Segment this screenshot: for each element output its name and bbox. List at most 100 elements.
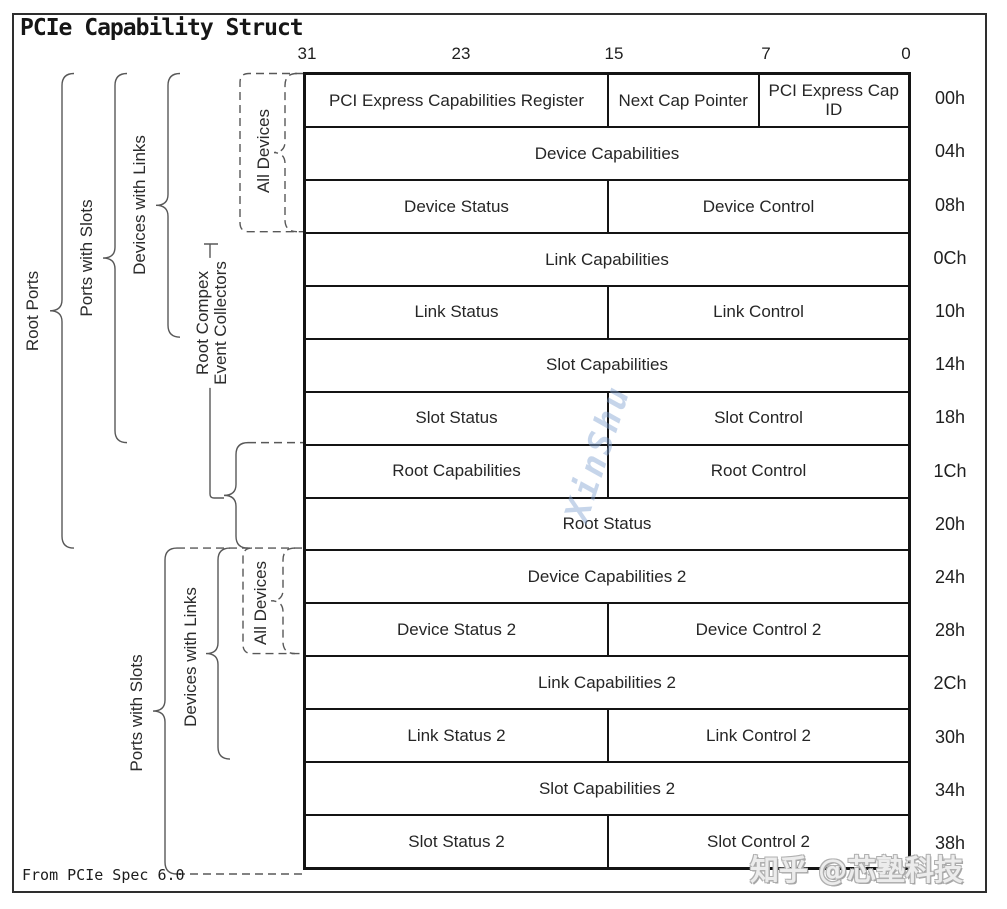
register-label: Link Control 2 bbox=[706, 725, 811, 745]
bit-label: 15 bbox=[604, 44, 624, 63]
register-cell: Link Capabilities 2 bbox=[306, 657, 908, 708]
register-cell: Slot Capabilities 2 bbox=[306, 763, 908, 814]
brace-root-complex-event-collectors bbox=[223, 441, 249, 549]
register-cell: Link Control bbox=[607, 286, 908, 338]
offset-label: 00h bbox=[934, 88, 966, 109]
offset-label: 14h bbox=[934, 354, 966, 375]
table-row: Device Capabilities 2 bbox=[306, 549, 908, 602]
register-cell: Device Status bbox=[306, 181, 607, 232]
register-label: Device Status 2 bbox=[396, 620, 517, 640]
bit-label: 23 bbox=[451, 44, 471, 63]
offset-label: 38h bbox=[934, 832, 966, 853]
register-label: Device Status bbox=[404, 196, 509, 216]
register-label: Slot Capabilities bbox=[546, 355, 668, 375]
register-cell: Slot Status bbox=[306, 393, 607, 444]
table-row: Root Status bbox=[306, 496, 908, 550]
register-label: Link Capabilities 2 bbox=[538, 673, 676, 692]
register-label: Link Status 2 bbox=[407, 725, 506, 745]
register-label: Root Status bbox=[562, 514, 652, 534]
brace-all-devices-lower bbox=[270, 547, 296, 655]
register-label: Device Capabilities bbox=[534, 143, 680, 163]
table-row: Slot Status 2 Slot Control 2 bbox=[306, 814, 908, 868]
register-label: Device Control bbox=[702, 196, 815, 216]
table-row: Link Status 2 Link Control 2 bbox=[306, 708, 908, 762]
register-cell: Device Status 2 bbox=[306, 604, 607, 655]
group-label-devices-with-links-lower: Devices with Links bbox=[181, 584, 201, 730]
offset-label: 10h bbox=[934, 300, 966, 321]
offset-label: 18h bbox=[934, 407, 966, 428]
register-cell: Device Capabilities 2 bbox=[306, 551, 908, 602]
register-label: PCI Express Capabilities Register bbox=[328, 90, 585, 110]
offset-label: 24h bbox=[934, 566, 966, 587]
offset-label: 08h bbox=[934, 194, 966, 215]
register-label: Link Status bbox=[414, 302, 499, 322]
register-cell: Device Control 2 bbox=[607, 604, 908, 656]
register-cell: Next Cap Pointer bbox=[607, 75, 758, 126]
offset-label: 28h bbox=[934, 620, 966, 641]
register-label: Slot Control bbox=[714, 408, 803, 428]
table-row: Slot Capabilities 2 bbox=[306, 761, 908, 814]
register-cell: Link Status 2 bbox=[306, 710, 607, 761]
page-title: PCIe Capability Struct bbox=[20, 15, 304, 41]
group-label-root-complex-event-collectors: Root Compex Event Collectors bbox=[193, 258, 231, 388]
table-row: Link Status Link Control bbox=[306, 284, 908, 338]
table-row: Slot Capabilities bbox=[306, 337, 908, 391]
bit-label: 0 bbox=[901, 44, 911, 63]
register-label: PCI Express Cap ID bbox=[768, 80, 899, 120]
bit-label: 31 bbox=[297, 44, 317, 63]
table-row: PCI Express Capabilities Register Next Ca… bbox=[306, 75, 908, 126]
register-label: Device Control 2 bbox=[695, 620, 822, 640]
register-cell: Device Control bbox=[607, 180, 908, 232]
register-label: Slot Capabilities 2 bbox=[538, 778, 676, 798]
group-label-line2: Event Collectors bbox=[211, 261, 230, 385]
offset-label: 04h bbox=[934, 141, 966, 162]
offset-label: 1Ch bbox=[933, 460, 967, 481]
table-row: Link Capabilities 2 bbox=[306, 655, 908, 708]
table-row: Link Capabilities bbox=[306, 231, 908, 285]
source-note: From PCIe Spec 6.0 bbox=[22, 866, 185, 884]
register-cell: Slot Capabilities bbox=[306, 340, 908, 391]
register-cell: Slot Status 2 bbox=[306, 816, 607, 867]
register-cell: Root Status bbox=[306, 499, 908, 550]
table-row: Device Status 2 Device Control 2 bbox=[306, 602, 908, 656]
group-label-ports-with-slots-lower: Ports with Slots bbox=[127, 651, 147, 775]
group-label-all-devices-lower: All Devices bbox=[251, 557, 271, 649]
brace-devices-with-links-upper bbox=[155, 72, 181, 338]
table-row: Slot Status Slot Control bbox=[306, 390, 908, 444]
brace-ports-with-slots-upper bbox=[102, 72, 128, 444]
register-cell: PCI Express Cap ID bbox=[757, 75, 909, 126]
brace-all-devices-upper bbox=[272, 72, 298, 233]
offset-label: 20h bbox=[934, 513, 966, 534]
group-label-root-ports: Root Ports bbox=[23, 267, 43, 355]
brace-ports-with-slots-lower bbox=[152, 547, 178, 875]
register-cell: Link Status bbox=[306, 287, 607, 338]
register-cell: Link Control 2 bbox=[607, 710, 908, 762]
table-row: Device Status Device Control bbox=[306, 178, 908, 232]
register-label: Slot Control 2 bbox=[707, 831, 810, 851]
brace-devices-with-links-lower bbox=[205, 547, 231, 760]
register-cell: Device Capabilities bbox=[306, 128, 908, 179]
group-label-all-devices-upper: All Devices bbox=[254, 105, 274, 197]
register-cell: Slot Control bbox=[607, 392, 908, 444]
register-label: Slot Status bbox=[415, 408, 498, 428]
register-label: Device Capabilities 2 bbox=[527, 567, 687, 587]
register-table: PCI Express Capabilities Register Next Ca… bbox=[303, 72, 911, 870]
group-label-ports-with-slots-upper: Ports with Slots bbox=[77, 196, 97, 320]
register-label: Link Capabilities bbox=[545, 249, 669, 269]
register-cell: Slot Control 2 bbox=[607, 816, 908, 868]
register-label: Next Cap Pointer bbox=[618, 90, 748, 110]
offset-label: 30h bbox=[934, 726, 966, 747]
offset-label: 0Ch bbox=[933, 247, 967, 268]
register-label: Root Control bbox=[710, 461, 807, 481]
register-label: Slot Status 2 bbox=[408, 831, 505, 851]
table-row: Device Capabilities bbox=[306, 125, 908, 179]
watermark-bottom-right: 知乎 @芯塾科技 bbox=[750, 853, 964, 887]
bit-label: 7 bbox=[761, 44, 771, 63]
brace-root-ports bbox=[49, 72, 75, 549]
group-label-line1: Root Compex bbox=[193, 271, 212, 375]
register-label: Link Control bbox=[713, 302, 804, 322]
register-cell: Link Capabilities bbox=[306, 234, 908, 285]
